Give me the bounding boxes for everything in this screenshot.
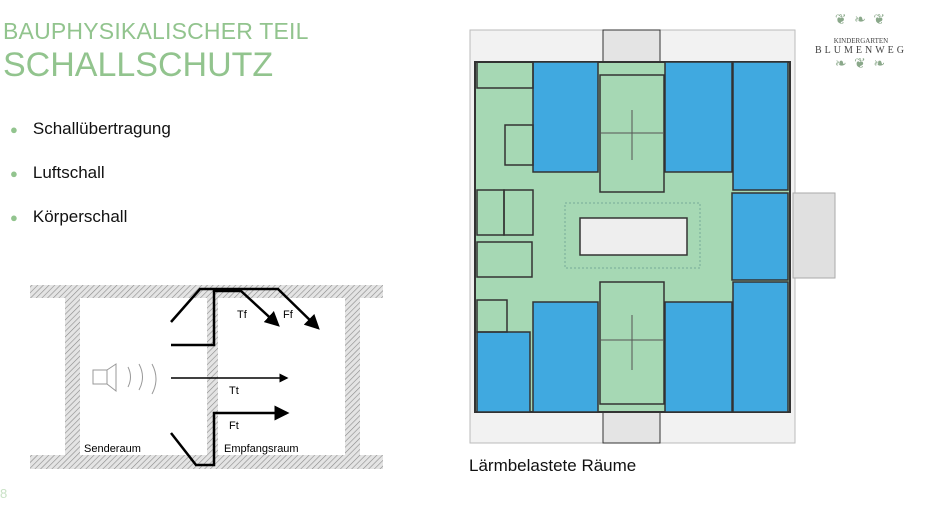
bullet-item: ● Schallübertragung [10,119,171,139]
bullet-text: Körperschall [32,207,128,226]
bullet-text: Luftschall [32,163,105,182]
bullet-icon: ● [10,210,18,225]
label-tf: Tf [237,309,248,321]
slide-subtitle: BAUPHYSIKALISCHER TEIL [3,18,309,44]
label-empfangsraum: Empfangsraum [224,443,299,455]
leaf-decoration: ❧ ❦ ❧ [834,57,888,72]
kindergarten-logo: ❦ ❧ ❦ KINDERGARTEN BLUMENWEG ❧ ❦ ❧ [806,12,916,107]
bullet-item: ● Körperschall [10,207,127,227]
bullet-item: ● Luftschall [10,163,105,183]
page-number: 8 [0,486,8,501]
bullet-text: Schallübertragung [32,119,171,138]
sound-transmission-diagram: Tf Ff Tt Ft Senderaum Empfangsraum [30,285,383,469]
logo-line2: BLUMENWEG [815,45,907,56]
label-ft: Ft [229,420,239,432]
noise-rooms [476,61,789,413]
logo-line1: KINDERGARTEN [833,37,889,45]
slide-title: SCHALLSCHUTZ [3,46,274,84]
label-ff: Ff [283,309,294,321]
floor-plan-caption: Lärmbelastete Räume [469,456,637,475]
label-senderaum: Senderaum [84,443,141,455]
label-tt: Tt [229,385,239,397]
speaker-icon [92,363,157,395]
leaf-decoration: ❦ ❧ ❦ [834,13,888,28]
bullet-icon: ● [10,122,18,137]
floor-plan [469,29,836,444]
bullet-icon: ● [10,166,18,181]
